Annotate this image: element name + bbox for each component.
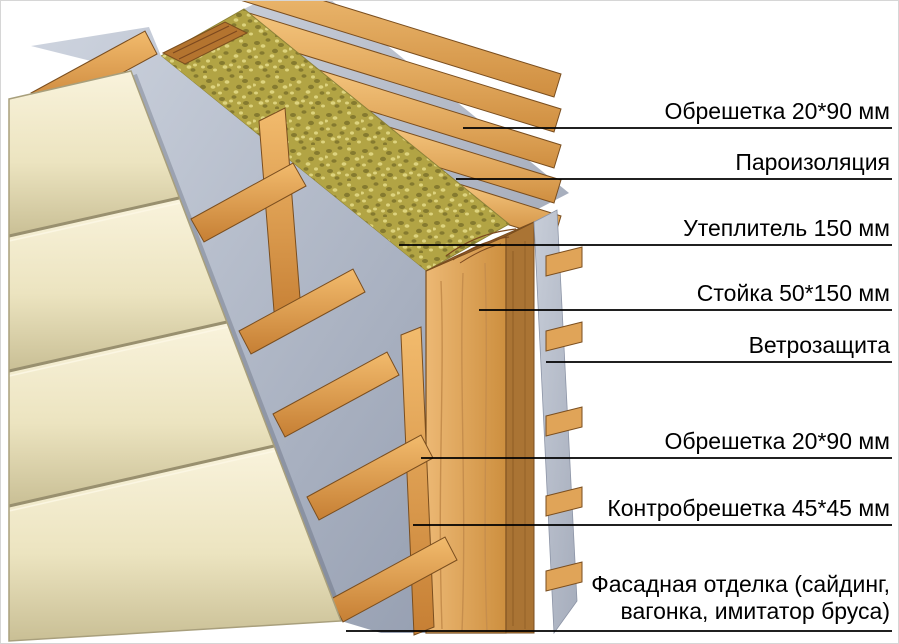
label-lathing-bottom: Обрешетка 20*90 мм <box>664 428 890 454</box>
stud-grain-line <box>461 272 465 632</box>
beam-grain-line <box>178 30 238 60</box>
siding-edge-shadow <box>131 73 345 620</box>
siding-board-4 <box>9 446 341 641</box>
lathing-end-block <box>545 321 583 352</box>
lathing-batten <box>238 268 366 355</box>
siding-outline <box>8 70 343 642</box>
siding-groove <box>8 444 275 508</box>
siding-groove-highlight <box>8 202 181 242</box>
siding-groove <box>8 320 228 373</box>
wind-barrier-membrane <box>31 27 426 633</box>
siding-groove-highlight <box>8 450 276 512</box>
lathing-end-blocks <box>545 246 583 592</box>
stud-growth-ring <box>445 228 517 257</box>
beam-grain-line <box>172 25 230 54</box>
siding-board-2 <box>9 198 227 371</box>
stud-front-face <box>425 235 507 634</box>
leader-lines <box>346 127 892 632</box>
label-stud: Стойка 50*150 мм <box>696 280 890 306</box>
stud-grain-line <box>439 280 443 630</box>
lathing-end-block <box>545 246 583 277</box>
stud-side-face <box>505 221 535 634</box>
lathing-end-block <box>545 561 583 592</box>
label-facade-finish: Фасадная отделка (сайдинг, вагонка, имит… <box>591 571 890 624</box>
lathing-plank <box>241 1 562 98</box>
siding-board-1 <box>9 71 179 236</box>
lathing-end-block <box>545 406 583 437</box>
beam-end-grain <box>161 21 249 65</box>
label-insulation: Утеплитель 150 мм <box>683 215 890 241</box>
interior-lathing-planks <box>241 1 562 240</box>
label-wind-barrier: Ветрозащита <box>748 332 890 358</box>
siding-boards <box>8 70 343 642</box>
label-counter-lathing: Контробрешетка 45*45 мм <box>607 495 890 521</box>
wind-barrier-sheet <box>31 27 426 633</box>
lathing-end-block <box>545 486 583 517</box>
label-lathing-top: Обрешетка 20*90 мм <box>664 98 890 124</box>
siding-groove <box>8 196 180 238</box>
top-frame-beam <box>161 21 249 65</box>
lathing-batten <box>272 351 400 438</box>
label-vapor-barrier: Пароизоляция <box>735 149 890 175</box>
stud <box>425 221 535 634</box>
siding-groove-highlight <box>8 326 229 377</box>
lathing-batten <box>190 162 307 243</box>
